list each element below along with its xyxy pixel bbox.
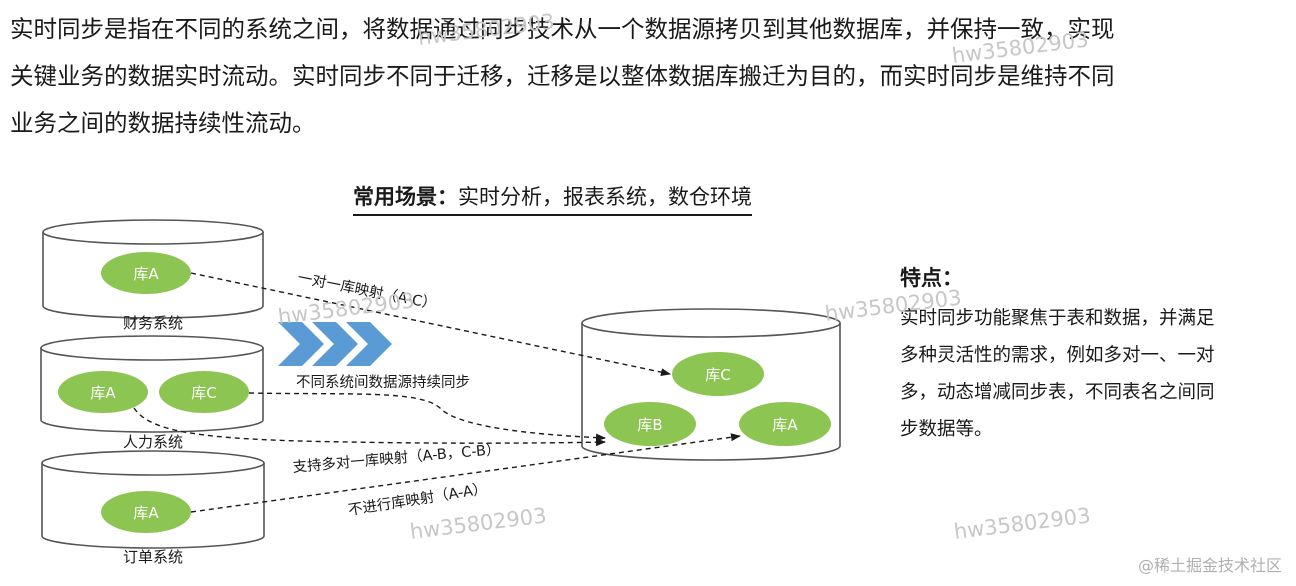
arrow-label-continuous-sync: 不同系统间数据源持续同步	[296, 374, 470, 391]
scenario-label: 常用场景：	[353, 185, 458, 209]
target-db-c: 库C	[672, 352, 764, 396]
db-label: 库B	[637, 416, 662, 434]
features-body: 实时同步功能聚焦于表和数据，并满足 多种灵活性的需求，例如多对一、一对 多，动态…	[900, 300, 1270, 448]
features-line: 步数据等。	[900, 419, 993, 440]
features-line: 多，动态增减同步表，不同表名之间同	[900, 382, 1215, 403]
scenario-text: 实时分析，报表系统，数仓环境	[458, 185, 752, 209]
arrow-finance-a-to-c	[190, 272, 671, 377]
db-label: 库C	[191, 384, 216, 402]
features-title: 特点：	[900, 266, 963, 290]
intro-line: 业务之间的数据持续性流动。	[10, 109, 316, 137]
arrow-order-a-to-a	[190, 433, 741, 513]
hr-db-a: 库A	[58, 371, 148, 413]
footer-credit: @稀土掘金技术社区	[1137, 556, 1282, 575]
db-label: 库A	[90, 384, 116, 402]
scenario-underline	[353, 214, 752, 216]
hr-db-c: 库C	[159, 371, 249, 413]
features-line: 多种灵活性的需求，例如多对一、一对	[900, 345, 1215, 366]
order-db-a: 库A	[101, 491, 191, 533]
system-name-finance: 财务系统	[123, 314, 183, 332]
system-name-hr: 人力系统	[123, 433, 183, 451]
scenario-heading: 常用场景：实时分析，报表系统，数仓环境	[353, 181, 752, 216]
arrow-hr-c-to-b	[248, 392, 606, 442]
db-label: 库A	[772, 416, 798, 434]
features-panel: 特点： 实时同步功能聚焦于表和数据，并满足 多种灵活性的需求，例如多对一、一对 …	[900, 262, 1270, 448]
intro-line: 实时同步是指在不同的系统之间，将数据通过同步技术从一个数据源拷贝到其他数据库，并…	[10, 15, 1115, 43]
db-label: 库C	[705, 366, 730, 384]
intro-line: 关键业务的数据实时流动。实时同步不同于迁移，迁移是以整体数据库搬迁为目的，而实时…	[10, 62, 1115, 90]
intro-paragraph: 实时同步是指在不同的系统之间，将数据通过同步技术从一个数据源拷贝到其他数据库，并…	[10, 6, 1280, 147]
db-label: 库A	[133, 504, 159, 522]
arrow-label-many-to-one: 支持多对一库映射（A-B，C-B）	[292, 441, 501, 476]
finance-db-a: 库A	[101, 252, 191, 294]
features-line: 实时同步功能聚焦于表和数据，并满足	[900, 308, 1215, 329]
target-db-a: 库A	[739, 402, 831, 446]
system-name-order: 订单系统	[123, 548, 183, 566]
sync-arrows	[133, 272, 741, 513]
db-label: 库A	[133, 265, 159, 283]
target-db-b: 库B	[604, 402, 696, 446]
flow-chevrons	[278, 322, 392, 366]
